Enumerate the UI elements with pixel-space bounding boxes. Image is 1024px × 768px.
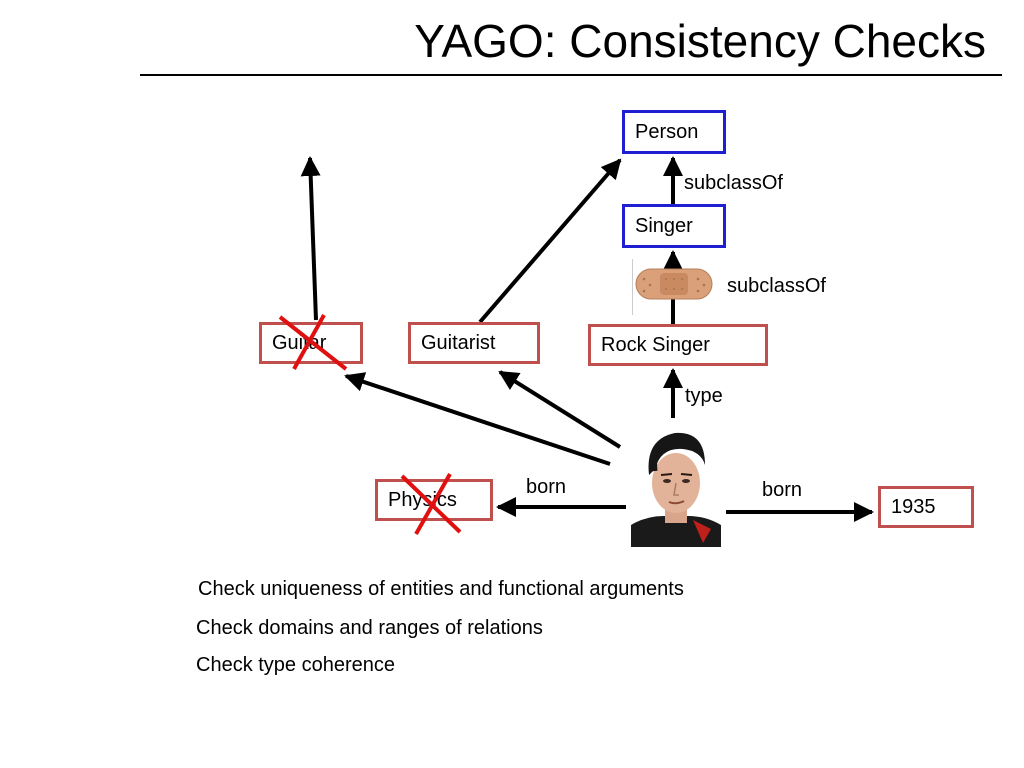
edge-label-type: type	[685, 385, 723, 407]
node-singer-label: Singer	[635, 214, 693, 237]
edge-label-subclassof-upper: subclassOf	[684, 172, 783, 194]
slide-title: YAGO: Consistency Checks	[414, 15, 986, 67]
node-rock-singer-label: Rock Singer	[601, 333, 710, 356]
node-singer: Singer	[622, 204, 726, 248]
edge-guitarist-person	[478, 158, 622, 324]
edge-label-born-right: born	[762, 479, 803, 501]
node-year-label: 1935	[891, 495, 936, 518]
check-item-domains-ranges: Check domains and ranges of relations	[196, 617, 543, 639]
edge-elvis-guitar	[344, 372, 611, 466]
node-person: Person	[622, 110, 726, 154]
node-rock-singer: Rock Singer	[588, 324, 768, 366]
node-guitarist-label: Guitarist	[421, 331, 496, 354]
edge-label-subclassof-lower: subclassOf	[727, 275, 826, 297]
check-item-uniqueness: Check uniqueness of entities and functio…	[198, 578, 684, 600]
node-person-label: Person	[635, 120, 699, 143]
edge-guitar-up	[300, 156, 321, 321]
node-guitarist: Guitarist	[408, 322, 540, 364]
cross-guitar-icon	[278, 314, 348, 371]
cross-physics-icon	[400, 473, 462, 535]
edge-elvis-guitarist	[498, 370, 622, 449]
title-underline	[140, 74, 1002, 76]
edge-label-born-left: born	[526, 476, 567, 498]
check-item-type-coherence: Check type coherence	[196, 654, 396, 676]
node-physics: Physics	[375, 479, 493, 521]
elvis-portrait-image	[631, 425, 721, 547]
bandage-icon	[632, 259, 713, 315]
node-year: 1935	[878, 486, 974, 528]
